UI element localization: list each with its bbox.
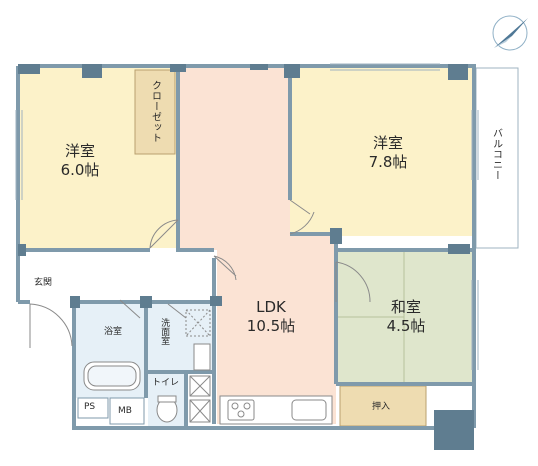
hallway — [78, 252, 214, 302]
oshiire-label: 押入 — [372, 402, 391, 412]
north-compass-icon — [492, 15, 528, 51]
japanese-room-name: 和室 — [390, 298, 421, 316]
door-swings — [29, 199, 371, 348]
mb-label: MB — [118, 406, 132, 416]
entrance — [20, 252, 76, 302]
wall-columns — [18, 64, 474, 450]
toilet-fixture — [156, 395, 178, 423]
washroom-label: 洗面室 — [156, 318, 172, 348]
ldk-name: LDK — [256, 298, 286, 316]
closet-label: クローゼット — [149, 80, 161, 143]
balcony-label: バルコニー — [490, 128, 502, 181]
western-room-right-label: 洋室 7.8帖 — [358, 134, 418, 172]
ps-box — [77, 397, 109, 419]
entrance-label: 玄関 — [34, 278, 53, 288]
japanese-room-label: 和室 4.5帖 — [376, 298, 436, 336]
western-room-left-label: 洋室 6.0帖 — [50, 142, 110, 180]
closet — [134, 69, 176, 155]
ldk-label: LDK 10.5帖 — [236, 298, 306, 336]
ldk-size: 10.5帖 — [246, 316, 296, 335]
japanese-room-size: 4.5帖 — [386, 316, 426, 335]
storage-crosses — [189, 375, 211, 423]
washroom-name: 洗面室 — [159, 318, 170, 345]
ldk-room — [178, 68, 336, 424]
tatami-lines — [338, 252, 405, 382]
western-room-right-name: 洋室 — [372, 134, 403, 152]
ps-label: PS — [84, 402, 96, 412]
western-room-right — [290, 68, 472, 236]
bathroom-label: 浴室 — [104, 327, 123, 337]
windows — [15, 63, 479, 370]
western-room-right-size: 7.8帖 — [368, 152, 408, 171]
toilet-label: トイレ — [152, 378, 180, 388]
bathtub — [83, 361, 141, 391]
western-room-left-name: 洋室 — [64, 142, 95, 160]
mb-box — [109, 397, 145, 425]
kitchen-counter — [219, 395, 333, 425]
washroom-fixtures — [185, 309, 211, 371]
western-room-left-size: 6.0帖 — [60, 160, 100, 179]
